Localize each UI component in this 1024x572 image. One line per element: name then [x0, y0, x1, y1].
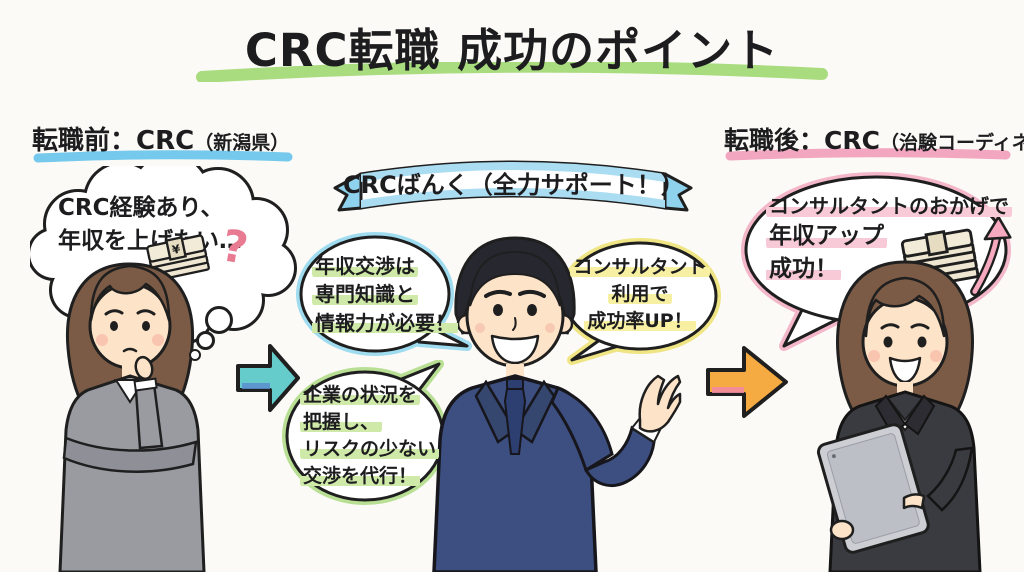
after-header: 転職後：CRC（治験コーディネーター） [724, 121, 1024, 157]
flow-arrow-after-icon [706, 346, 788, 418]
after-header-note: （治験コーディネーター） [879, 132, 1024, 154]
bubble-knowledge-line-3: 情報力が必要！ [312, 310, 458, 335]
bubble-success-line-1: コンサルタント [570, 256, 710, 278]
bubble-negotiation-text: 企業の状況を 把握し、 リスクの少ない 交渉を代行！ [300, 382, 440, 490]
bubble-knowledge-line-1: 年収交渉は [312, 254, 418, 278]
before-header-main: 転職前：CRC [32, 126, 195, 156]
bubble-result-line-1: コンサルタントのおかげで [766, 194, 1012, 218]
after-woman-illustration [816, 260, 982, 572]
after-header-underline [725, 148, 1011, 161]
bubble-result-text: コンサルタントのおかげで 年収アップ 成功！ [766, 192, 1012, 286]
yen-glyph: ¥ [171, 242, 182, 257]
thought-tail-dot-large [205, 306, 233, 334]
before-header-note: （新潟県） [194, 132, 290, 154]
bubble-negotiation-line-1: 企業の状況を [300, 384, 421, 406]
title-underline [196, 62, 828, 82]
ribbon-banner [333, 160, 693, 212]
bubble-result-line-3: 成功！ [766, 256, 841, 283]
after-header-main: 転職後：CRC [724, 126, 880, 155]
flow-arrow-before-icon [236, 344, 300, 412]
before-woman-illustration [58, 262, 206, 572]
page-title: CRC転職 成功のポイント [244, 24, 780, 77]
thought-tail-dot-medium [196, 331, 215, 350]
bubble-result-line-2: 年収アップ [766, 223, 887, 250]
bubble-success-text: コンサルタント 利用で 成功率UP！ [556, 254, 724, 335]
thought-line-1: CRC経験あり、 [58, 195, 224, 221]
bubble-negotiation-line-3: リスクの少ない [300, 437, 440, 460]
bubble-success-line-2: 利用で [608, 282, 672, 305]
bubble-negotiation-line-2: 把握し、 [300, 410, 383, 433]
bubble-knowledge-line-2: 専門知識と [312, 282, 418, 307]
consultant-man-illustration [432, 236, 682, 572]
before-header-underline [33, 150, 293, 163]
bubble-knowledge-text: 年収交渉は 専門知識と 情報力が必要！ [312, 252, 458, 337]
thought-tail-dot-small [189, 349, 201, 361]
before-header: 転職前：CRC（新潟県） [32, 120, 289, 157]
banner-label: CRCばんく（全力サポート！） [343, 171, 685, 199]
up-arrow-icon [970, 215, 1012, 297]
bubble-negotiation-line-4: 交渉を代行！ [300, 464, 421, 487]
bubble-success-line-3: 成功率UP！ [584, 309, 696, 332]
